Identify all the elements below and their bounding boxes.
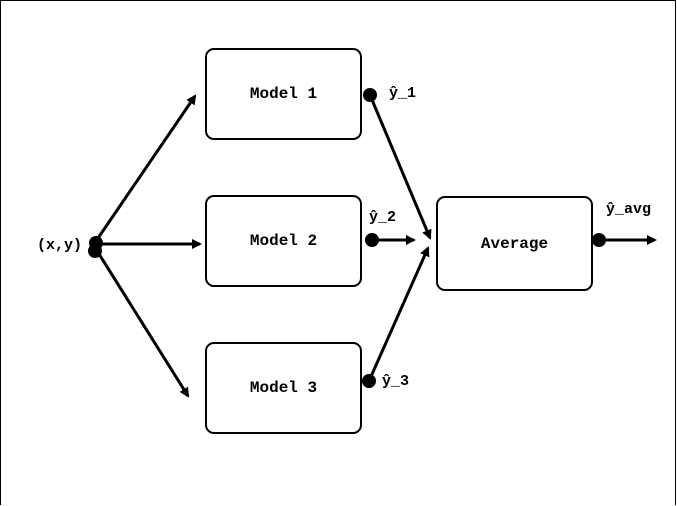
average-label: Average xyxy=(480,234,549,253)
model-3-box: Model 3 xyxy=(205,342,362,434)
arrow-input-to-model-3 xyxy=(92,245,190,398)
arrow-model-3-to-average xyxy=(367,246,430,382)
model-3-output-label: ŷ_3 xyxy=(382,373,410,390)
model-1-output-dot xyxy=(363,88,377,102)
model-2-label: Model 2 xyxy=(249,232,318,250)
model-1-label: Model 1 xyxy=(249,85,318,103)
model-2-box: Model 2 xyxy=(205,195,362,287)
input-label: (x,y) xyxy=(37,237,83,254)
model-2-output-dot xyxy=(365,233,379,247)
model-3-label: Model 3 xyxy=(249,379,318,397)
model-2-output-label: ŷ_2 xyxy=(369,209,397,226)
average-output-label: ŷ_avg xyxy=(606,201,652,218)
average-output-dot xyxy=(592,233,606,247)
arrow-model-1-to-average xyxy=(368,94,432,240)
model-1-box: Model 1 xyxy=(205,48,362,140)
input-port-dot-lower xyxy=(88,244,102,258)
average-box: Average xyxy=(436,196,593,291)
arrow-input-to-model-1 xyxy=(92,94,197,245)
model-3-output-dot xyxy=(362,374,376,388)
model-1-output-label: ŷ_1 xyxy=(389,85,417,102)
